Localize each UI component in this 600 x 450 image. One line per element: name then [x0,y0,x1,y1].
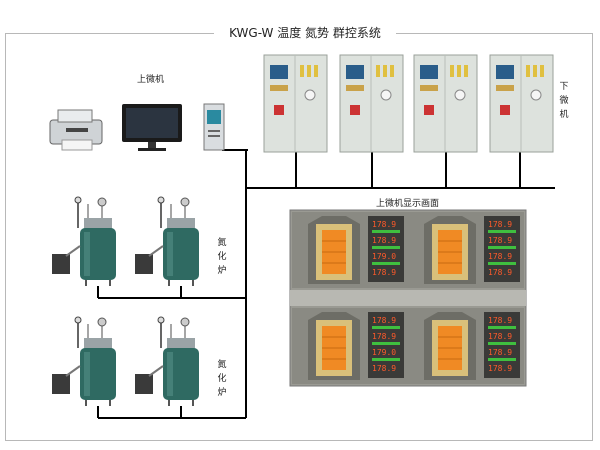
furnace-label-bottom: 氮 化 炉 [217,360,227,398]
furnace-3 [52,316,116,406]
screen-panel-1: 178.9 178.9 179.0 178.9 [292,212,408,288]
lower-computer-label: 下 微 机 [559,82,569,120]
screen-panel-2: 178.9 178.9 178.9 178.9 [408,212,524,288]
panel-1-reading-4: 178.9 [372,268,396,277]
furnaces [52,196,199,406]
furnace-label-top: 氮 化 炉 [217,238,227,276]
control-cabinet-2 [339,54,404,153]
diagram-title: KWG-W 温度 氮势 群控系统 [214,22,396,44]
screen-panel-4: 178.9 178.9 178.9 178.9 [408,308,524,384]
control-cabinet-1 [263,54,328,153]
panel-2-reading-4: 178.9 [488,268,512,277]
control-cabinets [263,54,554,153]
furnace-2 [135,196,199,286]
panel-3-reading-2: 178.9 [372,332,396,341]
panel-1-reading-2: 178.9 [372,236,396,245]
panel-4-reading-2: 178.9 [488,332,512,341]
panel-1-reading-1: 178.9 [372,220,396,229]
display-screen: 178.9 178.9 179.0 178.9 178.9 178.9 178 [289,209,527,387]
panel-3-reading-4: 178.9 [372,364,396,373]
panel-4-reading-3: 178.9 [488,348,512,357]
pc-tower-icon [203,103,225,151]
panel-4-reading-4: 178.9 [488,364,512,373]
monitor-icon [122,104,182,151]
panel-4-reading-1: 178.9 [488,316,512,325]
panel-2-reading-3: 178.9 [488,252,512,261]
control-cabinet-3 [413,54,478,153]
printer-icon [49,109,103,151]
control-cabinet-4 [489,54,554,153]
panel-2-reading-1: 178.9 [488,220,512,229]
upper-computer-label: 上微机 [137,75,165,85]
furnace-4 [135,316,199,406]
furnace-1 [52,196,116,286]
network-lines [97,149,555,419]
panel-2-reading-2: 178.9 [488,236,512,245]
panel-3-reading-3: 179.0 [372,348,396,357]
screen-panel-3: 178.9 178.9 179.0 178.9 [292,308,408,384]
panel-1-reading-3: 179.0 [372,252,396,261]
panel-3-reading-1: 178.9 [372,316,396,325]
display-screen-label: 上微机显示画面 [376,199,440,209]
